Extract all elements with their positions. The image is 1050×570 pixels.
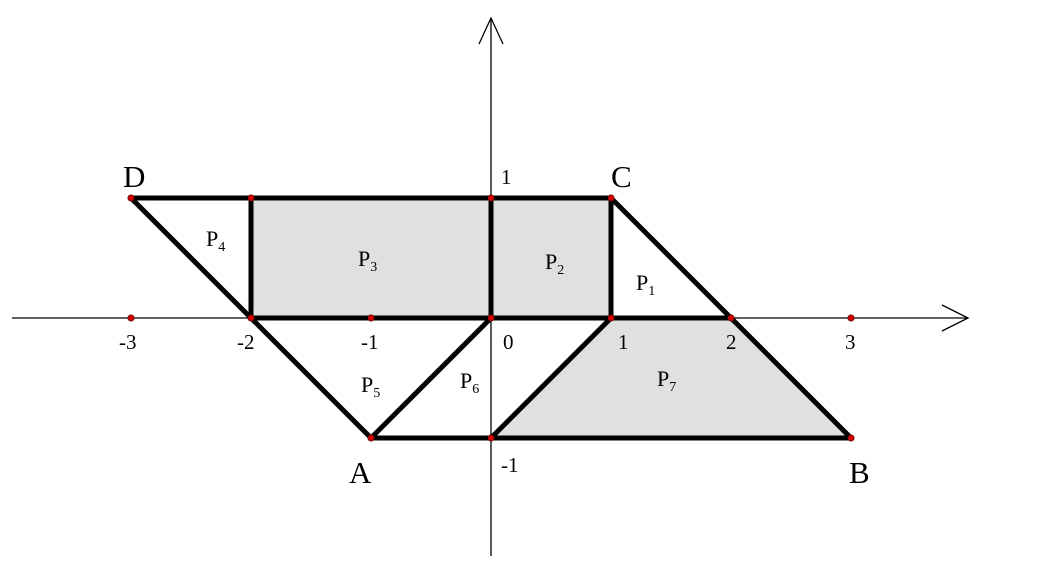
y-tick-label: 1 xyxy=(501,165,512,189)
point-dot xyxy=(607,194,615,202)
region-label-p1: P1 xyxy=(636,270,655,299)
edge-segment xyxy=(488,315,614,441)
x-tick-label: 3 xyxy=(845,330,856,354)
point-dot xyxy=(487,194,495,202)
x-tick-label: -2 xyxy=(237,330,255,354)
vertex-label-a: A xyxy=(349,455,372,490)
x-tick-label: 1 xyxy=(618,330,629,354)
point-dot xyxy=(247,314,255,322)
x-tick-label: 2 xyxy=(726,330,737,354)
point-dot xyxy=(847,314,855,322)
y-tick-label: -1 xyxy=(501,453,519,477)
point-dot xyxy=(487,434,495,442)
point-dot xyxy=(127,194,135,202)
point-dot xyxy=(607,314,615,322)
region-label-p6: P6 xyxy=(460,368,479,397)
vertex-label-b: B xyxy=(849,455,870,490)
point-dot xyxy=(247,194,255,202)
x-axis-arrowhead xyxy=(941,304,970,332)
point-dot xyxy=(127,314,135,322)
y-axis-arrowhead xyxy=(478,16,504,45)
region-p7-fill xyxy=(491,318,851,438)
region-label-p5: P5 xyxy=(361,372,380,401)
point-dot xyxy=(367,314,375,322)
region-p2-fill xyxy=(491,198,611,318)
point-dot xyxy=(727,314,735,322)
vertex-label-d: D xyxy=(123,159,145,194)
point-markers xyxy=(127,194,855,442)
x-tick-label: 0 xyxy=(503,330,514,354)
vertex-label-c: C xyxy=(611,159,632,194)
x-tick-label: -1 xyxy=(361,330,379,354)
region-p3-fill xyxy=(251,198,491,318)
point-dot xyxy=(367,434,375,442)
edge-segment xyxy=(368,315,494,441)
x-tick-label: -3 xyxy=(119,330,137,354)
point-dot xyxy=(847,434,855,442)
point-dot xyxy=(487,314,495,322)
region-label-p4: P4 xyxy=(206,226,225,255)
